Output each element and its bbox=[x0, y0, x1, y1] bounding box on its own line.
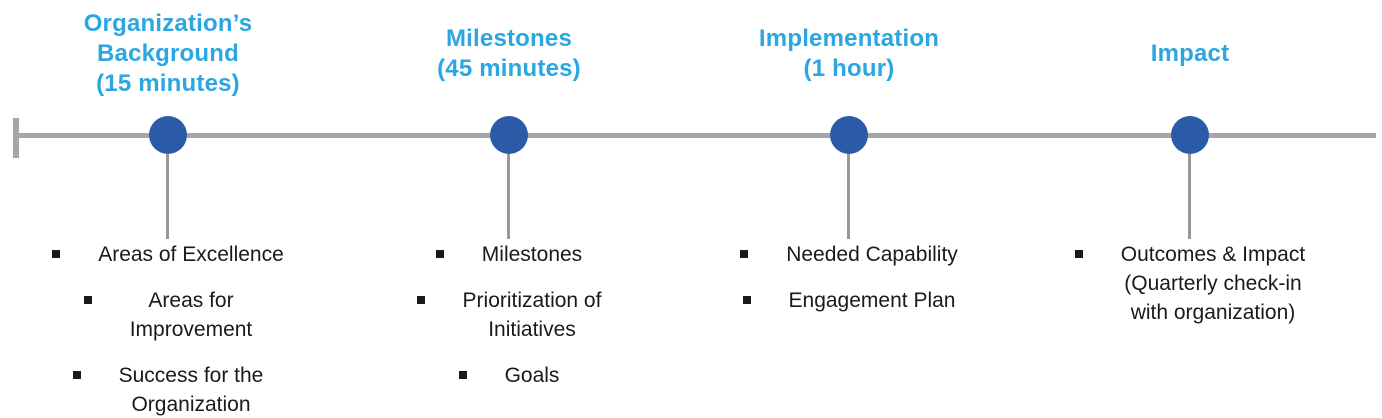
milestone-bullet-list: Needed Capability Engagement Plan bbox=[669, 240, 1029, 315]
list-item: Prioritization of Initiatives bbox=[416, 286, 602, 344]
list-item-text: Goals bbox=[504, 364, 560, 387]
connector-line bbox=[166, 154, 169, 239]
list-item-text: Engagement Plan bbox=[788, 289, 956, 312]
milestone-dot bbox=[1171, 116, 1209, 154]
connector-line bbox=[507, 154, 510, 239]
milestone-dot bbox=[149, 116, 187, 154]
milestone-dot bbox=[490, 116, 528, 154]
connector-line bbox=[1188, 154, 1191, 239]
timeline-start-cap bbox=[13, 118, 19, 158]
milestone-dot bbox=[830, 116, 868, 154]
list-item: Outcomes & Impact (Quarterly check-in wi… bbox=[1074, 240, 1306, 327]
milestone-title-box: Implementation (1 hour) bbox=[679, 0, 1019, 108]
list-item: Needed Capability bbox=[740, 240, 958, 269]
milestone-title: Impact bbox=[1150, 40, 1230, 67]
bullet-marker bbox=[83, 296, 92, 304]
list-item-text: Areas of Excellence bbox=[98, 243, 284, 266]
milestone-bullet-list: Outcomes & Impact (Quarterly check-in wi… bbox=[1010, 240, 1370, 327]
timeline-axis bbox=[16, 133, 1376, 138]
list-item-text: Needed Capability bbox=[786, 243, 958, 266]
milestone-bullet-list: Areas of Excellence Areas for Improvemen… bbox=[0, 240, 348, 418]
list-item: Areas for Improvement bbox=[83, 286, 253, 344]
list-item-text: Areas for Improvement bbox=[129, 289, 253, 341]
list-item-text: Prioritization of Initiatives bbox=[462, 289, 602, 341]
list-item: Engagement Plan bbox=[742, 286, 956, 315]
milestone-title-box: Milestones (45 minutes) bbox=[339, 0, 679, 108]
bullet-marker bbox=[458, 371, 467, 379]
bullet-marker bbox=[52, 250, 61, 258]
list-item-text: Success for the Organization bbox=[118, 364, 264, 416]
bullet-marker bbox=[72, 371, 81, 379]
bullet-marker bbox=[1074, 250, 1083, 258]
list-item-text: Milestones bbox=[481, 243, 583, 266]
milestone-title-box: Organization’s Background (15 minutes) bbox=[0, 0, 338, 108]
milestone-title: Organization’s Background (15 minutes) bbox=[83, 10, 253, 97]
milestone-implementation: Implementation (1 hour) Needed Capabilit… bbox=[669, 0, 1029, 418]
milestone-bullet-list: Milestones Prioritization of Initiatives… bbox=[329, 240, 689, 390]
bullet-marker bbox=[435, 250, 444, 258]
list-item-text: Outcomes & Impact (Quarterly check-in wi… bbox=[1120, 243, 1306, 324]
list-item: Goals bbox=[458, 361, 560, 390]
milestone-impact: Impact Outcomes & Impact (Quarterly chec… bbox=[1010, 0, 1370, 418]
milestone-title: Milestones (45 minutes) bbox=[437, 25, 581, 82]
milestone-organizations-background: Organization’s Background (15 minutes) A… bbox=[0, 0, 348, 418]
milestone-milestones: Milestones (45 minutes) Milestones Prior… bbox=[329, 0, 689, 418]
milestone-title-box: Impact bbox=[1020, 0, 1360, 108]
milestone-title: Implementation (1 hour) bbox=[758, 25, 940, 82]
connector-line bbox=[847, 154, 850, 239]
list-item: Success for the Organization bbox=[72, 361, 264, 418]
bullet-marker bbox=[742, 296, 751, 304]
list-item: Areas of Excellence bbox=[52, 240, 284, 269]
bullet-marker bbox=[740, 250, 749, 258]
list-item: Milestones bbox=[435, 240, 583, 269]
bullet-marker bbox=[416, 296, 425, 304]
